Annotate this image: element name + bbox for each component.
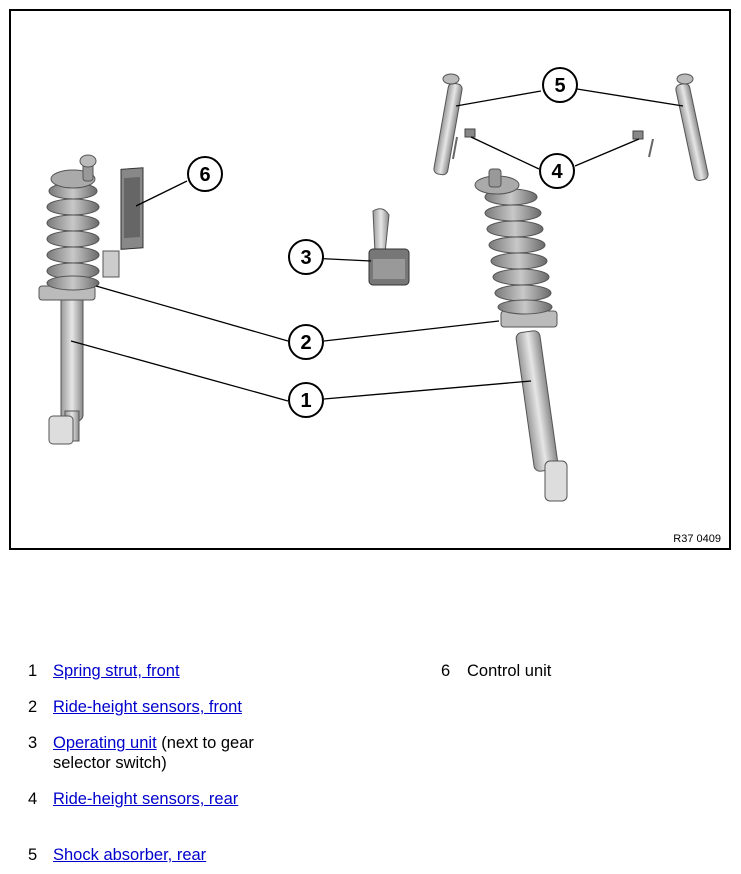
callout-3: 3 (288, 239, 324, 275)
figure-code: R37 0409 (673, 533, 721, 545)
link-spring-strut-front[interactable]: Spring strut, front (53, 662, 180, 680)
callout-1: 1 (288, 382, 324, 418)
rear-shock-absorbers (433, 73, 709, 181)
component-illustration: 1 2 3 4 5 6 R37 0409 (9, 9, 731, 550)
rear-ride-height-sensors (452, 128, 654, 160)
link-ride-height-sensors-front[interactable]: Ride-height sensors, front (53, 698, 242, 716)
control-unit-part (120, 167, 144, 250)
legend-number: 1 (28, 662, 38, 680)
svg-text:1: 1 (300, 390, 311, 412)
svg-text:5: 5 (554, 75, 565, 97)
svg-text:4: 4 (551, 161, 563, 183)
legend-number: 6 (441, 662, 451, 680)
callout-2: 2 (288, 324, 324, 360)
operating-unit-part (368, 208, 410, 286)
legend-number: 4 (28, 790, 38, 808)
legend-number: 3 (28, 734, 38, 752)
legend-number: 2 (28, 698, 38, 716)
link-shock-absorber-rear[interactable]: Shock absorber, rear (53, 846, 207, 864)
front-strut-left (38, 154, 120, 445)
front-strut-right (474, 168, 568, 502)
svg-text:3: 3 (300, 247, 311, 269)
leader-lines (70, 88, 684, 402)
legend-note: (next to gear (156, 734, 254, 752)
legend-number: 5 (28, 846, 38, 864)
legend-note-continued: selector switch) (53, 754, 167, 772)
callout-6: 6 (187, 156, 223, 192)
legend-text-control-unit: Control unit (467, 662, 552, 680)
strut-diagram: 1 2 3 4 5 6 (38, 67, 709, 502)
link-operating-unit[interactable]: Operating unit (53, 734, 157, 752)
callout-5: 5 (542, 67, 578, 103)
callout-4: 4 (539, 153, 575, 189)
svg-text:6: 6 (199, 164, 210, 186)
svg-text:2: 2 (300, 332, 311, 354)
link-ride-height-sensors-rear[interactable]: Ride-height sensors, rear (53, 790, 239, 808)
